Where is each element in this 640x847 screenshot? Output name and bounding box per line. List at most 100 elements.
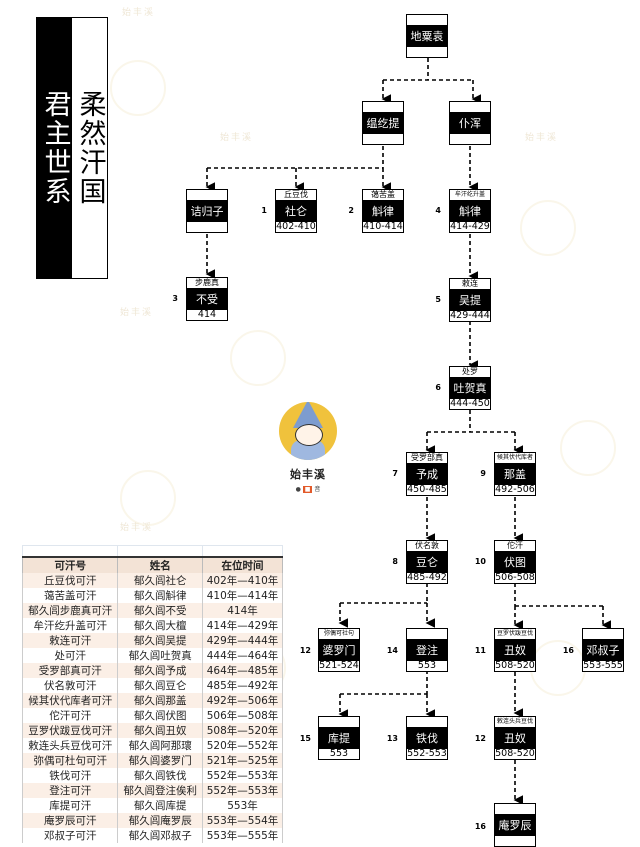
- node-years: 521-524: [319, 661, 359, 671]
- column-header-reign: 在位时间: [202, 556, 283, 573]
- table-ghost-row: [21, 545, 283, 557]
- reign-cell: 553年—555年: [202, 828, 283, 843]
- platform-icons: ● ■ 音: [276, 484, 340, 493]
- title-cell: 敕连头兵豆伐可汗: [21, 738, 119, 753]
- reign-cell: 553年—554年: [202, 813, 283, 828]
- name-cell: 郁久闾邓叔子: [117, 828, 204, 843]
- name-cell: 郁久闾斛律: [117, 588, 204, 603]
- node-name: 邓叔子: [586, 644, 620, 657]
- title-cell: 弥偶可杜句可汗: [21, 753, 119, 768]
- title-cell: 候其伏代库者可汗: [21, 693, 119, 708]
- reign-cell: 444年—464年: [202, 648, 283, 663]
- node-futu: 佗汗 伏图 506-508: [494, 540, 536, 584]
- node-years: 414-429: [450, 222, 490, 232]
- name-cell: 郁久闾不受: [117, 603, 204, 618]
- title-khaganate: 柔然汗国: [74, 90, 106, 206]
- node-doulun: 伏名敦 豆仑 485-492: [406, 540, 448, 584]
- node-name: 斛律: [459, 205, 481, 218]
- title-cell: 登注可汗: [21, 783, 119, 798]
- node-tuhezhen: 处罗 吐贺真 444-450: [449, 366, 491, 410]
- node-name: 斛律: [372, 205, 394, 218]
- node-title: [450, 102, 490, 112]
- name-cell: 郁久闾社仑: [117, 573, 204, 588]
- watermark-text: 始丰溪: [122, 8, 156, 18]
- node-index: 14: [386, 646, 398, 655]
- node-dengshuzi: 邓叔子 553-555: [582, 628, 624, 672]
- title-cell: 伏名敦可汗: [21, 678, 119, 693]
- watermark-logo-icon: [520, 200, 576, 256]
- node-dengzhu: 登注 553: [406, 628, 448, 672]
- reign-cell: 508年—520年: [202, 723, 283, 738]
- author-name: 始丰溪: [290, 468, 326, 481]
- title-cell: 佗汗可汗: [21, 708, 119, 723]
- node-hulv-2: 蔼苦盖 斛律 410-414: [362, 189, 404, 233]
- node-index: 1: [261, 206, 267, 215]
- node-title: 候其伏代库者: [495, 453, 535, 463]
- title-black-panel: 君主世系: [37, 18, 72, 278]
- name-cell: 郁久闾婆罗门: [117, 753, 204, 768]
- node-index: 4: [435, 206, 441, 215]
- title-cell: 库提可汗: [21, 798, 119, 813]
- node-name: 婆罗门: [322, 644, 356, 657]
- node-title: 牟汗纥升盖: [450, 190, 490, 200]
- node-chounu-12: 敕连头兵豆伐 丑奴 508-520: [494, 716, 536, 760]
- title-dynasty-lineage: 君主世系: [39, 90, 71, 206]
- node-nagai: 候其伏代库者 那盖 492-506: [494, 452, 536, 496]
- avatar-body: [291, 440, 325, 460]
- node-title: 伏名敦: [407, 541, 447, 551]
- node-years: 492-506: [495, 485, 535, 495]
- node-title: 受罗部真: [407, 453, 447, 463]
- name-cell: 郁久闾伏图: [117, 708, 204, 723]
- watermark-logo-icon: [120, 470, 176, 526]
- name-cell: 郁久闾吐贺真: [117, 648, 204, 663]
- node-years: [363, 134, 403, 144]
- node-title: 敕连头兵豆伐: [495, 717, 535, 727]
- node-yucheng: 受罗部真 予成 450-485: [406, 452, 448, 496]
- node-index: 5: [435, 295, 441, 304]
- node-name: 吐贺真: [453, 382, 487, 395]
- node-title: 敕连: [450, 279, 490, 289]
- node-title: 步鹿真: [187, 278, 227, 288]
- node-name: 社仑: [285, 205, 307, 218]
- node-title: 弥偶可社句: [319, 629, 359, 639]
- reign-cell: 414年—429年: [202, 618, 283, 633]
- reign-cell: 485年—492年: [202, 678, 283, 693]
- name-cell: 郁久闾庵罗辰: [117, 813, 204, 828]
- node-title: 蔼苦盖: [363, 190, 403, 200]
- node-index: 15: [299, 734, 311, 743]
- title-cell: 豆罗伏跋豆伐可汗: [21, 723, 119, 738]
- node-years: [187, 222, 227, 232]
- node-index: 10: [474, 557, 486, 566]
- node-bushou: 步鹿真 不受 414: [186, 277, 228, 321]
- node-index: 3: [172, 294, 178, 303]
- node-years: 553: [407, 661, 447, 671]
- node-index: 8: [392, 557, 398, 566]
- node-diliyuan: 地粟袁: [406, 14, 448, 58]
- title-cell: 牟汗纥升盖可汗: [21, 618, 119, 633]
- name-cell: 郁久闾登注俟利: [117, 783, 204, 798]
- watermark-text: 始丰溪: [220, 133, 254, 143]
- title-cell: 敕连可汗: [21, 633, 119, 648]
- node-title: [495, 804, 535, 814]
- watermark-logo-icon: [230, 330, 286, 386]
- column-header-name: 姓名: [117, 556, 204, 573]
- name-cell: 郁久闾库提: [117, 798, 204, 813]
- wechat-icon: ●: [295, 486, 301, 493]
- node-title: 豆罗伏跋豆伐: [495, 629, 535, 639]
- avatar: [279, 402, 337, 460]
- node-name: 不受: [196, 293, 218, 306]
- node-index: 6: [435, 383, 441, 392]
- node-name: 诘归子: [190, 205, 224, 218]
- node-name: 铁伐: [416, 732, 438, 745]
- table-header-row: 可汗号 姓名 在位时间: [21, 556, 283, 573]
